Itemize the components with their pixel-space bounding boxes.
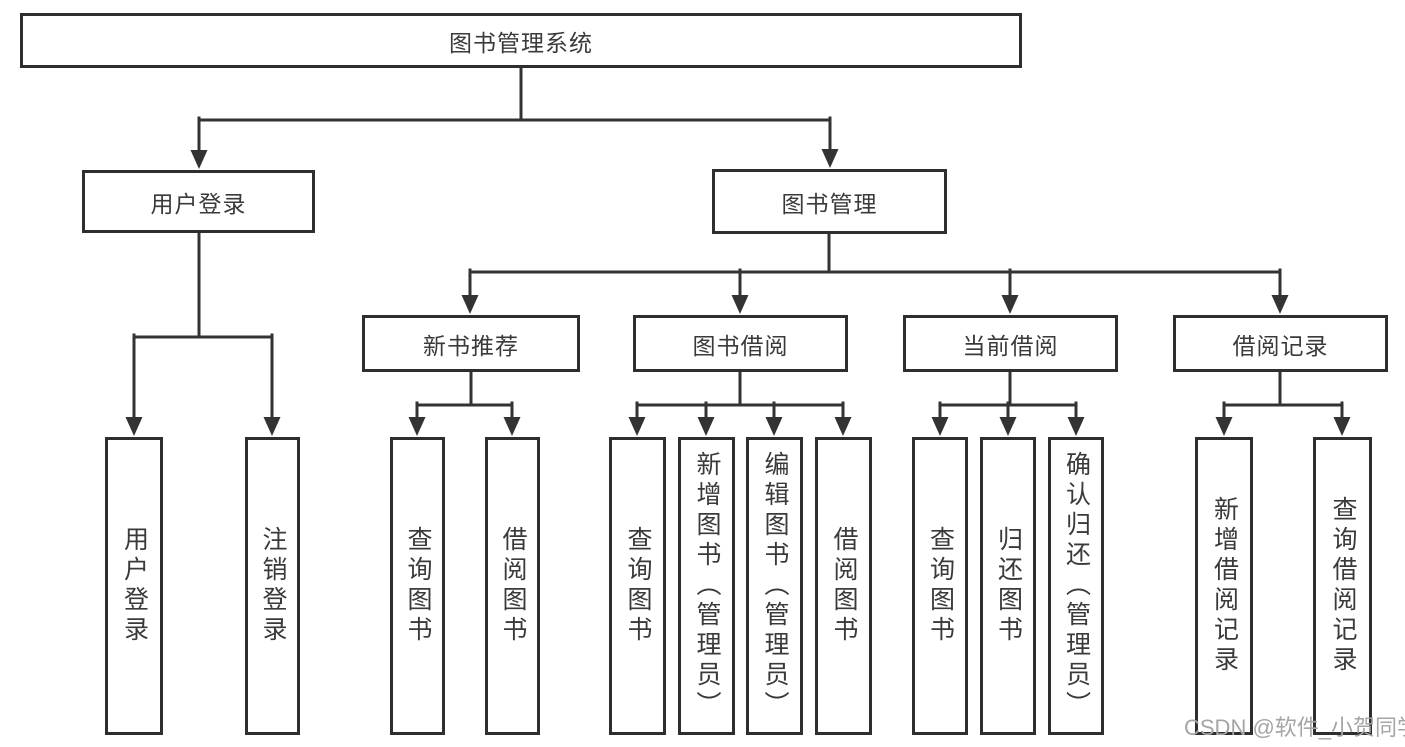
leaf-recommend-borrow-books: 借阅图书 bbox=[485, 437, 540, 735]
leaf-borrow-query-books: 查询图书 bbox=[609, 437, 666, 735]
leaf-user-login: 用户登录 bbox=[105, 437, 163, 735]
leaf-logout: 注销登录 bbox=[245, 437, 300, 735]
node-root: 图书管理系统 bbox=[20, 13, 1022, 68]
node-borrow-records: 借阅记录 bbox=[1173, 315, 1388, 372]
leaf-confirm-return-admin: 确认归还（管理员） bbox=[1048, 437, 1104, 735]
leaf-return-books: 归还图书 bbox=[980, 437, 1036, 735]
node-current-borrow: 当前借阅 bbox=[903, 315, 1118, 372]
leaf-add-books-admin: 新增图书（管理员） bbox=[678, 437, 735, 735]
leaf-edit-books-admin: 编辑图书（管理员） bbox=[746, 437, 803, 735]
node-book-management: 图书管理 bbox=[712, 169, 947, 234]
leaf-borrow-books: 借阅图书 bbox=[815, 437, 872, 735]
leaf-current-query-books: 查询图书 bbox=[912, 437, 968, 735]
leaf-add-borrow-record: 新增借阅记录 bbox=[1195, 437, 1253, 735]
leaf-query-borrow-record: 查询借阅记录 bbox=[1313, 437, 1372, 735]
node-user-login: 用户登录 bbox=[82, 170, 315, 233]
node-new-book-recommend: 新书推荐 bbox=[362, 315, 580, 372]
node-book-borrow: 图书借阅 bbox=[633, 315, 848, 372]
csdn-watermark: CSDN @软件_小贺同学 bbox=[1184, 715, 1405, 740]
leaf-recommend-query-books: 查询图书 bbox=[390, 437, 445, 735]
